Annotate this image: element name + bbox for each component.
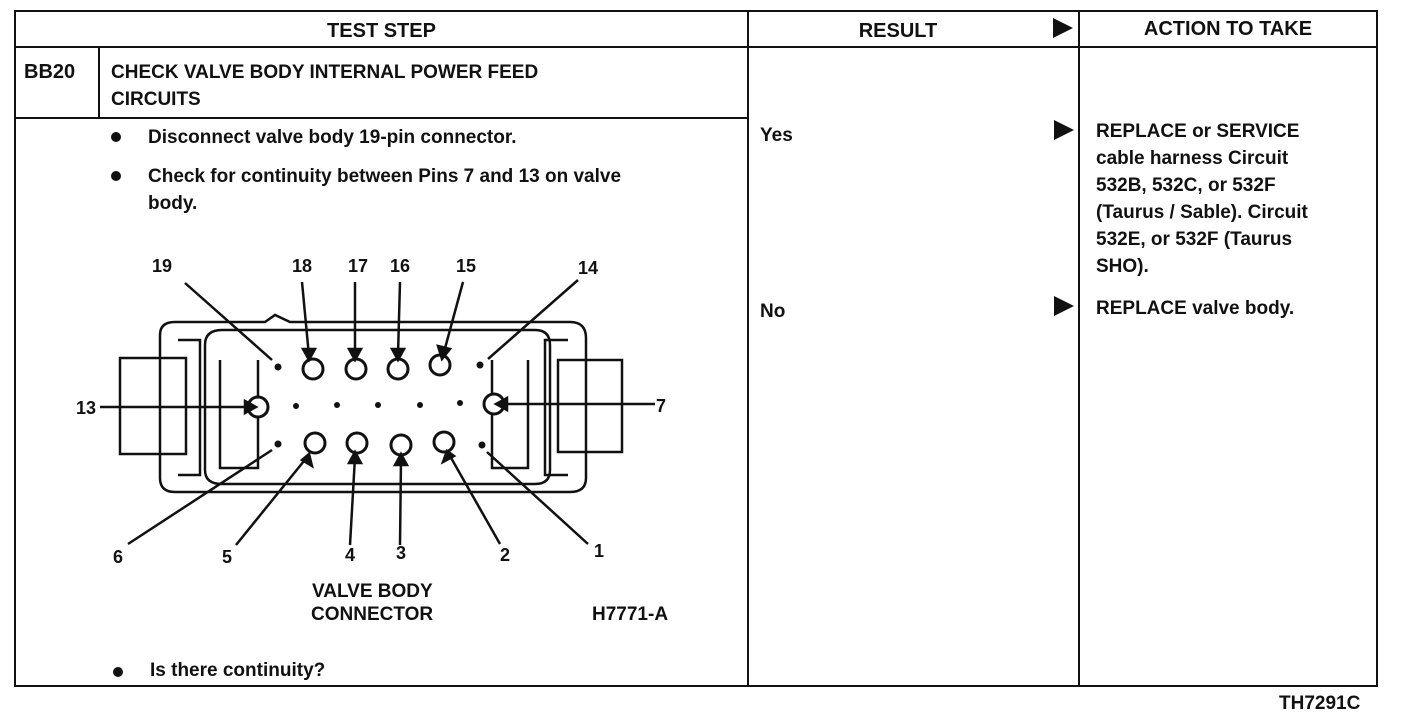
pin-label-14: 14 (578, 258, 598, 278)
action-yes-line: REPLACE or SERVICE (1096, 121, 1300, 142)
bullet-text-1: Disconnect valve body 19-pin connector. (148, 127, 517, 148)
diagram-caption-line2: CONNECTOR (311, 604, 433, 625)
header-result: RESULT (858, 20, 938, 42)
pin-label-6: 6 (113, 547, 123, 567)
pin-label-1: 1 (594, 541, 604, 561)
question-text: Is there continuity? (150, 660, 326, 681)
action-yes-line: 532E, or 532F (Taurus (1096, 229, 1293, 250)
figure-id: H7771-A (592, 604, 668, 625)
bullet-icon (113, 667, 123, 677)
action-yes: REPLACE or SERVICE cable harness Circuit… (1096, 118, 1308, 280)
action-no: REPLACE valve body. (1096, 298, 1295, 319)
connector-diagram: 19 18 17 16 15 14 13 7 6 5 4 3 2 1 VALVE… (76, 256, 668, 625)
action-yes-line: cable harness Circuit (1096, 148, 1289, 169)
pin-label-2: 2 (500, 545, 510, 565)
pin-label-5: 5 (222, 547, 232, 567)
header-arrow-icon (1053, 18, 1073, 38)
header-test-step: TEST STEP (327, 20, 436, 42)
bullet-text-2: Check for continuity between Pins 7 and … (148, 166, 622, 187)
pin-label-4: 4 (345, 545, 355, 565)
result-no-arrow-icon (1054, 296, 1074, 316)
pin-label-18: 18 (292, 256, 312, 276)
action-yes-line: (Taurus / Sable). Circuit (1096, 202, 1308, 223)
step-id: BB20 (24, 61, 76, 83)
pin-label-13: 13 (76, 398, 96, 418)
action-yes-line: 532B, 532C, or 532F (1096, 175, 1276, 196)
step-title-line1: CHECK VALVE BODY INTERNAL POWER FEED (111, 62, 539, 83)
bullet-text-2-cont: body. (148, 193, 198, 214)
pin-label-16: 16 (390, 256, 410, 276)
pin-label-17: 17 (348, 256, 368, 276)
header-action: ACTION TO TAKE (1143, 18, 1313, 40)
pin-label-7: 7 (656, 396, 666, 416)
result-yes: Yes (760, 125, 793, 146)
action-yes-line: SHO). (1096, 256, 1149, 277)
document-id: TH7291C (1279, 693, 1361, 714)
pin-label-15: 15 (456, 256, 476, 276)
bullet-icon (111, 171, 121, 181)
pin-label-3: 3 (396, 543, 406, 563)
result-yes-arrow-icon (1054, 120, 1074, 140)
bullet-icon (111, 132, 121, 142)
result-no: No (760, 301, 786, 322)
diagram-caption-line1: VALVE BODY (312, 581, 433, 602)
step-title-line2: CIRCUITS (111, 89, 201, 110)
pin-label-19: 19 (152, 256, 172, 276)
